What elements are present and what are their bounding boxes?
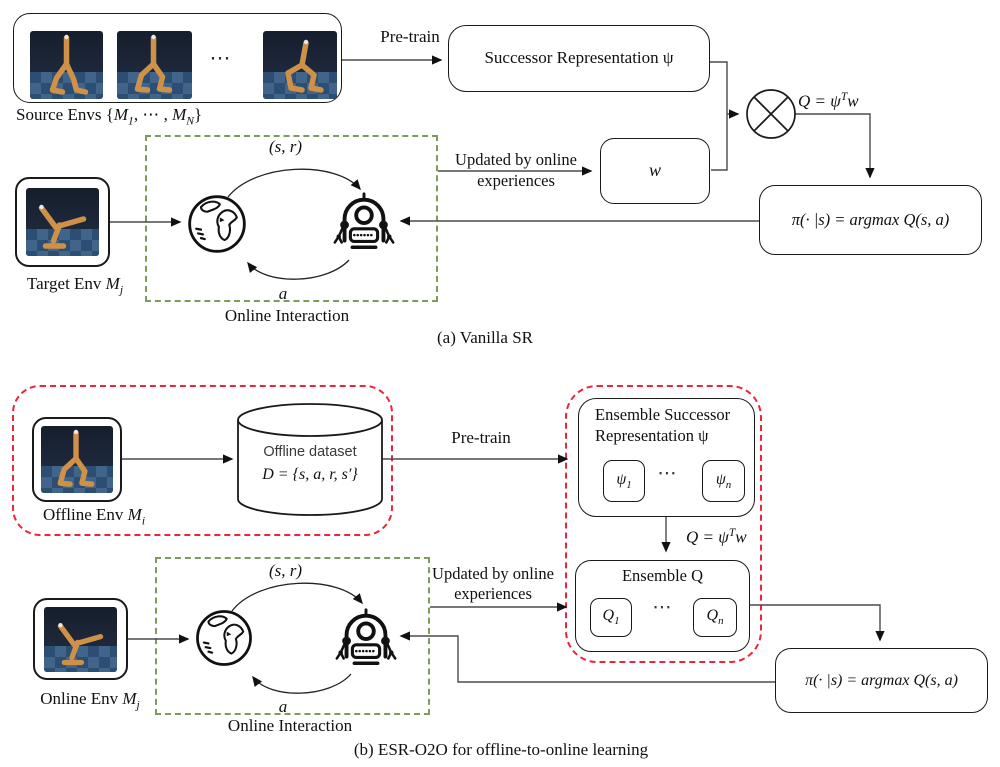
- action-label-a: a: [278, 284, 288, 303]
- walker-stick-figure: [134, 34, 173, 93]
- online-interaction-label-a: Online Interaction: [224, 306, 350, 325]
- eq-to-policy-line: [750, 604, 885, 642]
- state-reward-curve-b: [231, 582, 363, 612]
- ensemble-region: [565, 385, 762, 663]
- ellipsis-psi: ⋯: [657, 463, 677, 484]
- checker-floor: [263, 71, 337, 99]
- psi-n-label: ψn: [715, 470, 732, 491]
- q-formula-b: Q = ψTw: [686, 526, 747, 547]
- ellipsis-between-envs: ⋯: [209, 46, 231, 70]
- action-curve-a: [247, 259, 350, 280]
- agent-robot-icon-a: [333, 192, 395, 250]
- ellipsis-q: ⋯: [652, 597, 672, 618]
- checker-floor: [30, 71, 103, 99]
- world-globe-icon-b: [196, 610, 252, 666]
- w-vector-box: w: [600, 138, 710, 204]
- connectors-fig-a: [110, 55, 875, 227]
- database-cylinder-icon: [237, 403, 383, 516]
- mujoco-walker-image-2: [117, 31, 192, 99]
- offline-dataset-label: Offline dataset: [263, 444, 357, 460]
- hopper-stick-figure: [38, 204, 87, 249]
- state-reward-label-a: (s, r): [268, 137, 303, 156]
- online-interaction-label-b: Online Interaction: [227, 716, 353, 735]
- mujoco-hopper-image-target: [26, 188, 99, 256]
- policy-box-b: π(· |s) = argmax Q(s, a): [775, 648, 988, 713]
- mujoco-walker-image-offline: [41, 426, 113, 493]
- successor-representation-box: Successor Representation ψ: [448, 25, 710, 92]
- checker-floor: [26, 228, 99, 256]
- online-interaction-region-a: [145, 135, 438, 302]
- q-1-box: Q1: [590, 598, 632, 637]
- q-n-label: Qn: [706, 607, 724, 628]
- w-box-label: w: [648, 160, 661, 181]
- walker-stick-figure: [49, 34, 89, 95]
- mujoco-walker-image-3: [263, 31, 337, 99]
- checker-floor: [117, 71, 192, 99]
- state-reward-curve-a: [227, 168, 361, 198]
- q-formula-a: Q = ψTw: [798, 90, 859, 111]
- agent-robot-icon-b: [335, 608, 397, 666]
- checker-floor: [41, 466, 113, 493]
- offline-dataset-formula: D = {s, a, r, s′}: [262, 466, 358, 483]
- policy-formula-a: π(· |s) = argmax Q(s, a): [791, 209, 950, 229]
- walker-stick-figure: [285, 39, 324, 93]
- mujoco-hopper-image-online: [44, 607, 117, 672]
- pretrain-label-a: Pre-train: [380, 27, 440, 46]
- sr-box-label: Successor Representation ψ: [484, 48, 674, 68]
- world-globe-icon-a: [188, 195, 246, 253]
- q-to-policy-line: [795, 113, 875, 179]
- online-env-label: Online Env Mj: [40, 689, 140, 712]
- mujoco-walker-image-1: [30, 31, 103, 99]
- walker-stick-figure: [57, 429, 95, 487]
- sr-w-join-line: [710, 61, 728, 171]
- action-label-b: a: [278, 697, 288, 716]
- psi-n-box: ψn: [702, 460, 745, 502]
- interaction-curves-b: [231, 582, 363, 694]
- policy-box-a: π(· |s) = argmax Q(s, a): [759, 185, 982, 255]
- pretrain-label-b: Pre-train: [451, 428, 511, 447]
- action-curve-b: [252, 673, 352, 694]
- state-reward-label-b: (s, r): [268, 561, 303, 580]
- policy-to-agent-arrow-b: [399, 631, 775, 683]
- checker-floor: [44, 646, 117, 672]
- offline-pretrain-region: [12, 385, 393, 536]
- policy-formula-b: π(· |s) = argmax Q(s, a): [805, 671, 958, 689]
- caption-b: (b) ESR-O2O for offline-to-online learni…: [353, 740, 649, 759]
- offline-env-label: Offline Env Mi: [42, 505, 146, 528]
- source-envs-label: Source Envs {M1, ⋯ , MN}: [16, 105, 203, 128]
- ensemble-q-title: Ensemble Q: [621, 566, 704, 585]
- psi-1-box: ψ1: [603, 460, 645, 502]
- q-n-box: Qn: [693, 598, 737, 637]
- q-1-label: Q1: [602, 607, 620, 628]
- multiply-node-icon: [746, 89, 796, 139]
- target-env-label: Target Env Mj: [26, 274, 124, 297]
- hopper-stick-figure: [57, 623, 104, 666]
- interaction-curves-a: [227, 168, 361, 280]
- psi-1-label: ψ1: [616, 470, 632, 491]
- connectors-fig-b: [122, 454, 885, 683]
- caption-a: (a) Vanilla SR: [436, 328, 533, 347]
